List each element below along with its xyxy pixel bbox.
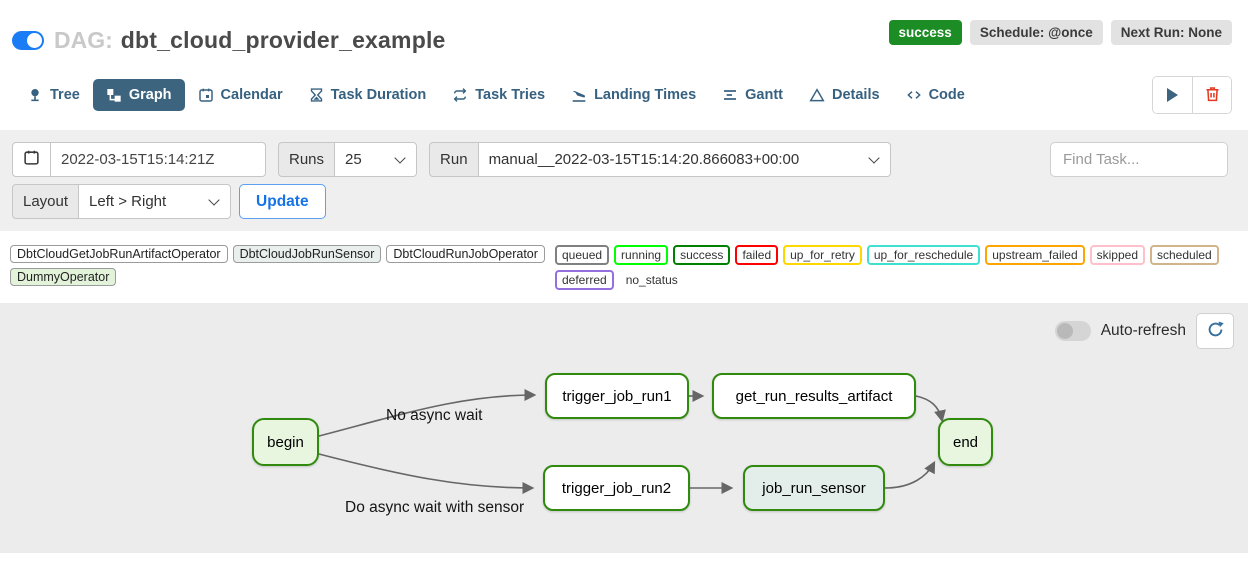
operator-badge: DbtCloudJobRunSensor [232, 245, 382, 263]
tab-details[interactable]: Details [796, 79, 893, 111]
trash-icon [1204, 85, 1221, 106]
operator-badge: DummyOperator [10, 268, 117, 286]
graph-panel: Auto-refresh No async wait Do async wait… [0, 303, 1248, 553]
operator-badge: DbtCloudGetJobRunArtifactOperator [10, 245, 228, 263]
status-legend-item: no_status [625, 273, 678, 287]
status-legend-item: scheduled [1150, 245, 1219, 265]
task-node-trigger-job-run1[interactable]: trigger_job_run1 [545, 373, 689, 419]
status-legend-item: skipped [1089, 245, 1145, 265]
filter-row-1: Runs 25 Run manual__2022-03-15T15:14:20.… [12, 142, 1228, 177]
run-select-group: Run manual__2022-03-15T15:14:20.866083+0… [429, 142, 891, 177]
tab-landing-times[interactable]: Landing Times [558, 79, 709, 111]
tab-task-tries[interactable]: Task Tries [439, 79, 558, 111]
calendar-icon [23, 149, 40, 170]
gantt-icon [722, 87, 738, 103]
chevron-down-icon [208, 193, 220, 206]
layout-group: Layout Left > Right [12, 184, 232, 219]
status-legend-item: up_for_retry [783, 245, 862, 265]
dag-header: DAG: dbt_cloud_provider_example success … [0, 0, 1248, 62]
edge-label: Do async wait with sensor [345, 499, 525, 516]
refresh-button[interactable] [1196, 313, 1234, 349]
calendar-addon[interactable] [12, 142, 51, 177]
filter-row-2: Layout Left > Right Update [12, 184, 1228, 219]
status-legend-item: deferred [555, 270, 614, 290]
layout-label: Layout [12, 184, 80, 219]
tab-code[interactable]: Code [893, 79, 978, 111]
tab-graph[interactable]: Graph [92, 79, 185, 111]
delete-dag-button[interactable] [1192, 77, 1231, 113]
next-run-badge: Next Run: None [1110, 20, 1232, 45]
layout-select[interactable]: Left > Right [79, 184, 232, 219]
edge-label: No async wait [386, 407, 483, 424]
runs-label: Runs [278, 142, 336, 177]
trigger-dag-button[interactable] [1153, 77, 1192, 113]
status-legend-item: failed [735, 245, 779, 265]
graph-icon [106, 87, 122, 103]
find-task-input[interactable] [1050, 142, 1228, 177]
code-icon [906, 87, 922, 103]
triangle-icon [809, 87, 825, 103]
filter-band: Runs 25 Run manual__2022-03-15T15:14:20.… [0, 130, 1248, 231]
header-badges: success Schedule: @once Next Run: None [888, 20, 1232, 45]
run-select[interactable]: manual__2022-03-15T15:14:20.866083+00:00 [478, 142, 891, 177]
tree-icon [27, 87, 43, 103]
schedule-badge: Schedule: @once [969, 20, 1103, 45]
page-title: dbt_cloud_provider_example [120, 26, 446, 53]
status-legend-item: up_for_reschedule [866, 245, 981, 265]
base-date-input[interactable] [51, 142, 266, 177]
tab-gantt[interactable]: Gantt [709, 79, 796, 111]
toggle-knob [1056, 323, 1073, 339]
status-legend-item: success [673, 245, 731, 265]
status-badge: success [888, 20, 962, 45]
tab-tree[interactable]: Tree [14, 79, 93, 111]
graph-controls: Auto-refresh [1054, 313, 1234, 349]
dag-edges [318, 389, 946, 494]
task-node-end[interactable]: end [938, 418, 993, 466]
status-legend-item: running [614, 245, 669, 265]
status-legend-item: queued [555, 245, 610, 265]
chevron-down-icon [394, 151, 406, 164]
base-date-group [12, 142, 266, 177]
operator-badge: DbtCloudRunJobOperator [386, 245, 545, 263]
status-legend: queued running success failed up_for_ret… [555, 245, 1238, 290]
legend: DbtCloudGetJobRunArtifactOperator DbtClo… [0, 231, 1248, 290]
toggle-knob [27, 32, 42, 48]
tab-task-duration[interactable]: Task Duration [296, 79, 440, 111]
hourglass-icon [309, 87, 324, 103]
num-runs-group: Runs 25 [278, 142, 418, 177]
tab-calendar[interactable]: Calendar [185, 79, 296, 111]
task-node-job-run-sensor[interactable]: job_run_sensor [743, 465, 885, 511]
auto-refresh-toggle[interactable] [1054, 321, 1091, 341]
status-legend-item: upstream_failed [985, 245, 1085, 265]
chevron-down-icon [867, 151, 880, 164]
task-node-get-run-results-artifact[interactable]: get_run_results_artifact [712, 373, 916, 419]
update-button[interactable]: Update [239, 184, 326, 219]
play-icon [1167, 88, 1178, 102]
calendar-icon [198, 87, 214, 103]
repeat-icon [452, 87, 468, 103]
run-label: Run [429, 142, 479, 177]
task-node-trigger-job-run2[interactable]: trigger_job_run2 [543, 465, 690, 511]
view-tabbar: Tree Graph Calendar Task Duration Task T… [0, 62, 1248, 114]
refresh-icon [1206, 320, 1225, 342]
dag-prefix-label: DAG: [54, 26, 113, 53]
num-runs-select[interactable]: 25 [335, 142, 418, 177]
auto-refresh-label: Auto-refresh [1100, 322, 1186, 339]
dag-action-buttons [1152, 76, 1232, 114]
plane-landing-icon [571, 87, 587, 103]
dag-pause-toggle[interactable] [12, 30, 44, 50]
task-node-begin[interactable]: begin [252, 418, 319, 466]
operator-legend: DbtCloudGetJobRunArtifactOperator DbtClo… [10, 245, 555, 286]
